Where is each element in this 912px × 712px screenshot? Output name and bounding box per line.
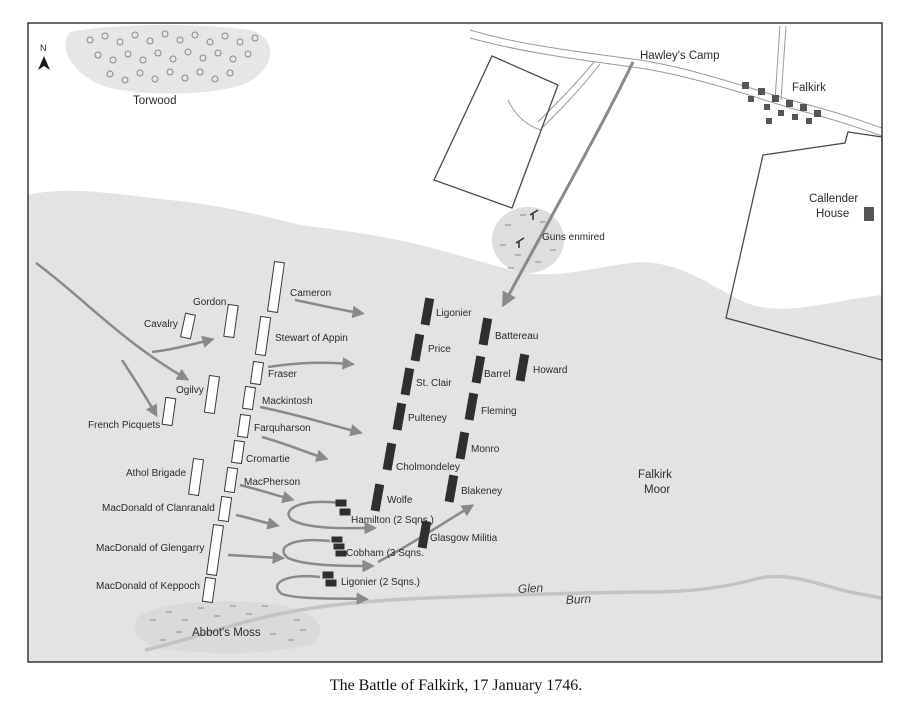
unit-label-fleming: Fleming — [481, 406, 517, 417]
map-caption: The Battle of Falkirk, 17 January 1746. — [330, 677, 582, 694]
north-label: N — [40, 43, 47, 53]
unit-label-cromartie: Cromartie — [246, 454, 290, 465]
unit-label-wolfe: Wolfe — [387, 495, 413, 506]
unit-label-gordon: Gordon — [193, 297, 226, 308]
label-moor-1: Falkirk — [638, 469, 672, 481]
label-abbots-moss: Abbot's Moss — [192, 627, 261, 639]
unit-label-farquharson: Farquharson — [254, 423, 311, 434]
label-guns: Guns enmired — [542, 232, 605, 243]
unit-label-cavalry: Cavalry — [144, 319, 178, 330]
north-arrow-icon: N — [38, 43, 50, 70]
unit-label-howard: Howard — [533, 365, 567, 376]
unit-label-cobham: Cobham (3 Sqns. — [346, 548, 424, 559]
unit-label-ligonier: Ligonier — [436, 308, 472, 319]
label-burn: Burn — [565, 592, 591, 607]
label-torwood: Torwood — [133, 95, 176, 107]
guns-icon — [515, 209, 539, 248]
unit-label-cholmondeley: Cholmondeley — [396, 462, 460, 473]
field-enclosure — [433, 55, 559, 209]
unit-label-ogilvy: Ogilvy — [176, 385, 204, 396]
torwood-trees — [86, 30, 259, 84]
label-falkirk-town: Falkirk — [792, 82, 826, 94]
government-formations — [370, 297, 530, 549]
unit-label-pulteney: Pulteney — [408, 413, 447, 424]
jacobite-arrows — [35, 61, 635, 564]
falkirk-moor-area — [28, 190, 882, 662]
unit-label-mackintosh: Mackintosh — [262, 396, 313, 407]
unit-label-macdonald-clanranald: MacDonald of Clanranald — [102, 503, 215, 514]
unit-label-athol-brigade: Athol Brigade — [126, 468, 186, 479]
roads — [469, 25, 882, 137]
unit-label-stewart-of-appin: Stewart of Appin — [275, 333, 348, 344]
falkirk-town-buildings — [742, 82, 874, 221]
label-hawleys-camp: Hawley's Camp — [640, 50, 720, 62]
callender-estate-boundary — [725, 131, 882, 361]
unit-label-macpherson: MacPherson — [244, 477, 300, 488]
unit-label-price: Price — [428, 344, 451, 355]
map-content: Torwood Hawley's Camp Falkirk Callender … — [28, 24, 882, 662]
jacobite-formations — [161, 260, 285, 604]
glen-burn-river — [144, 574, 882, 652]
unit-label-monro: Monro — [471, 444, 500, 455]
unit-label-barrel: Barrel — [484, 369, 511, 380]
label-callender-1: Callender — [809, 193, 858, 205]
map-frame — [27, 22, 883, 663]
unit-label-cameron: Cameron — [290, 288, 331, 299]
unit-label-french-picquets: French Picquets — [88, 420, 160, 431]
guns-marsh-marks — [500, 214, 556, 269]
label-callender-2: House — [816, 208, 849, 220]
label-moor-2: Moor — [644, 484, 670, 496]
unit-label-blakeney: Blakeney — [461, 486, 502, 497]
unit-label-ligonier-cavalry: Ligonier (2 Sqns.) — [341, 577, 420, 588]
unit-label-glasgow-militia: Glasgow Militia — [430, 533, 498, 544]
unit-label-battereau: Battereau — [495, 331, 538, 342]
unit-label-macdonald-keppoch: MacDonald of Keppoch — [96, 581, 200, 592]
unit-label-fraser: Fraser — [268, 369, 298, 380]
government-cavalry-markers — [322, 499, 351, 587]
label-glen: Glen — [517, 581, 543, 596]
unit-label-hamilton: Hamilton (2 Sqns.) — [351, 515, 434, 526]
unit-label-macdonald-glengarry: MacDonald of Glengarry — [96, 543, 204, 554]
unit-label-st-clair: St. Clair — [416, 378, 452, 389]
